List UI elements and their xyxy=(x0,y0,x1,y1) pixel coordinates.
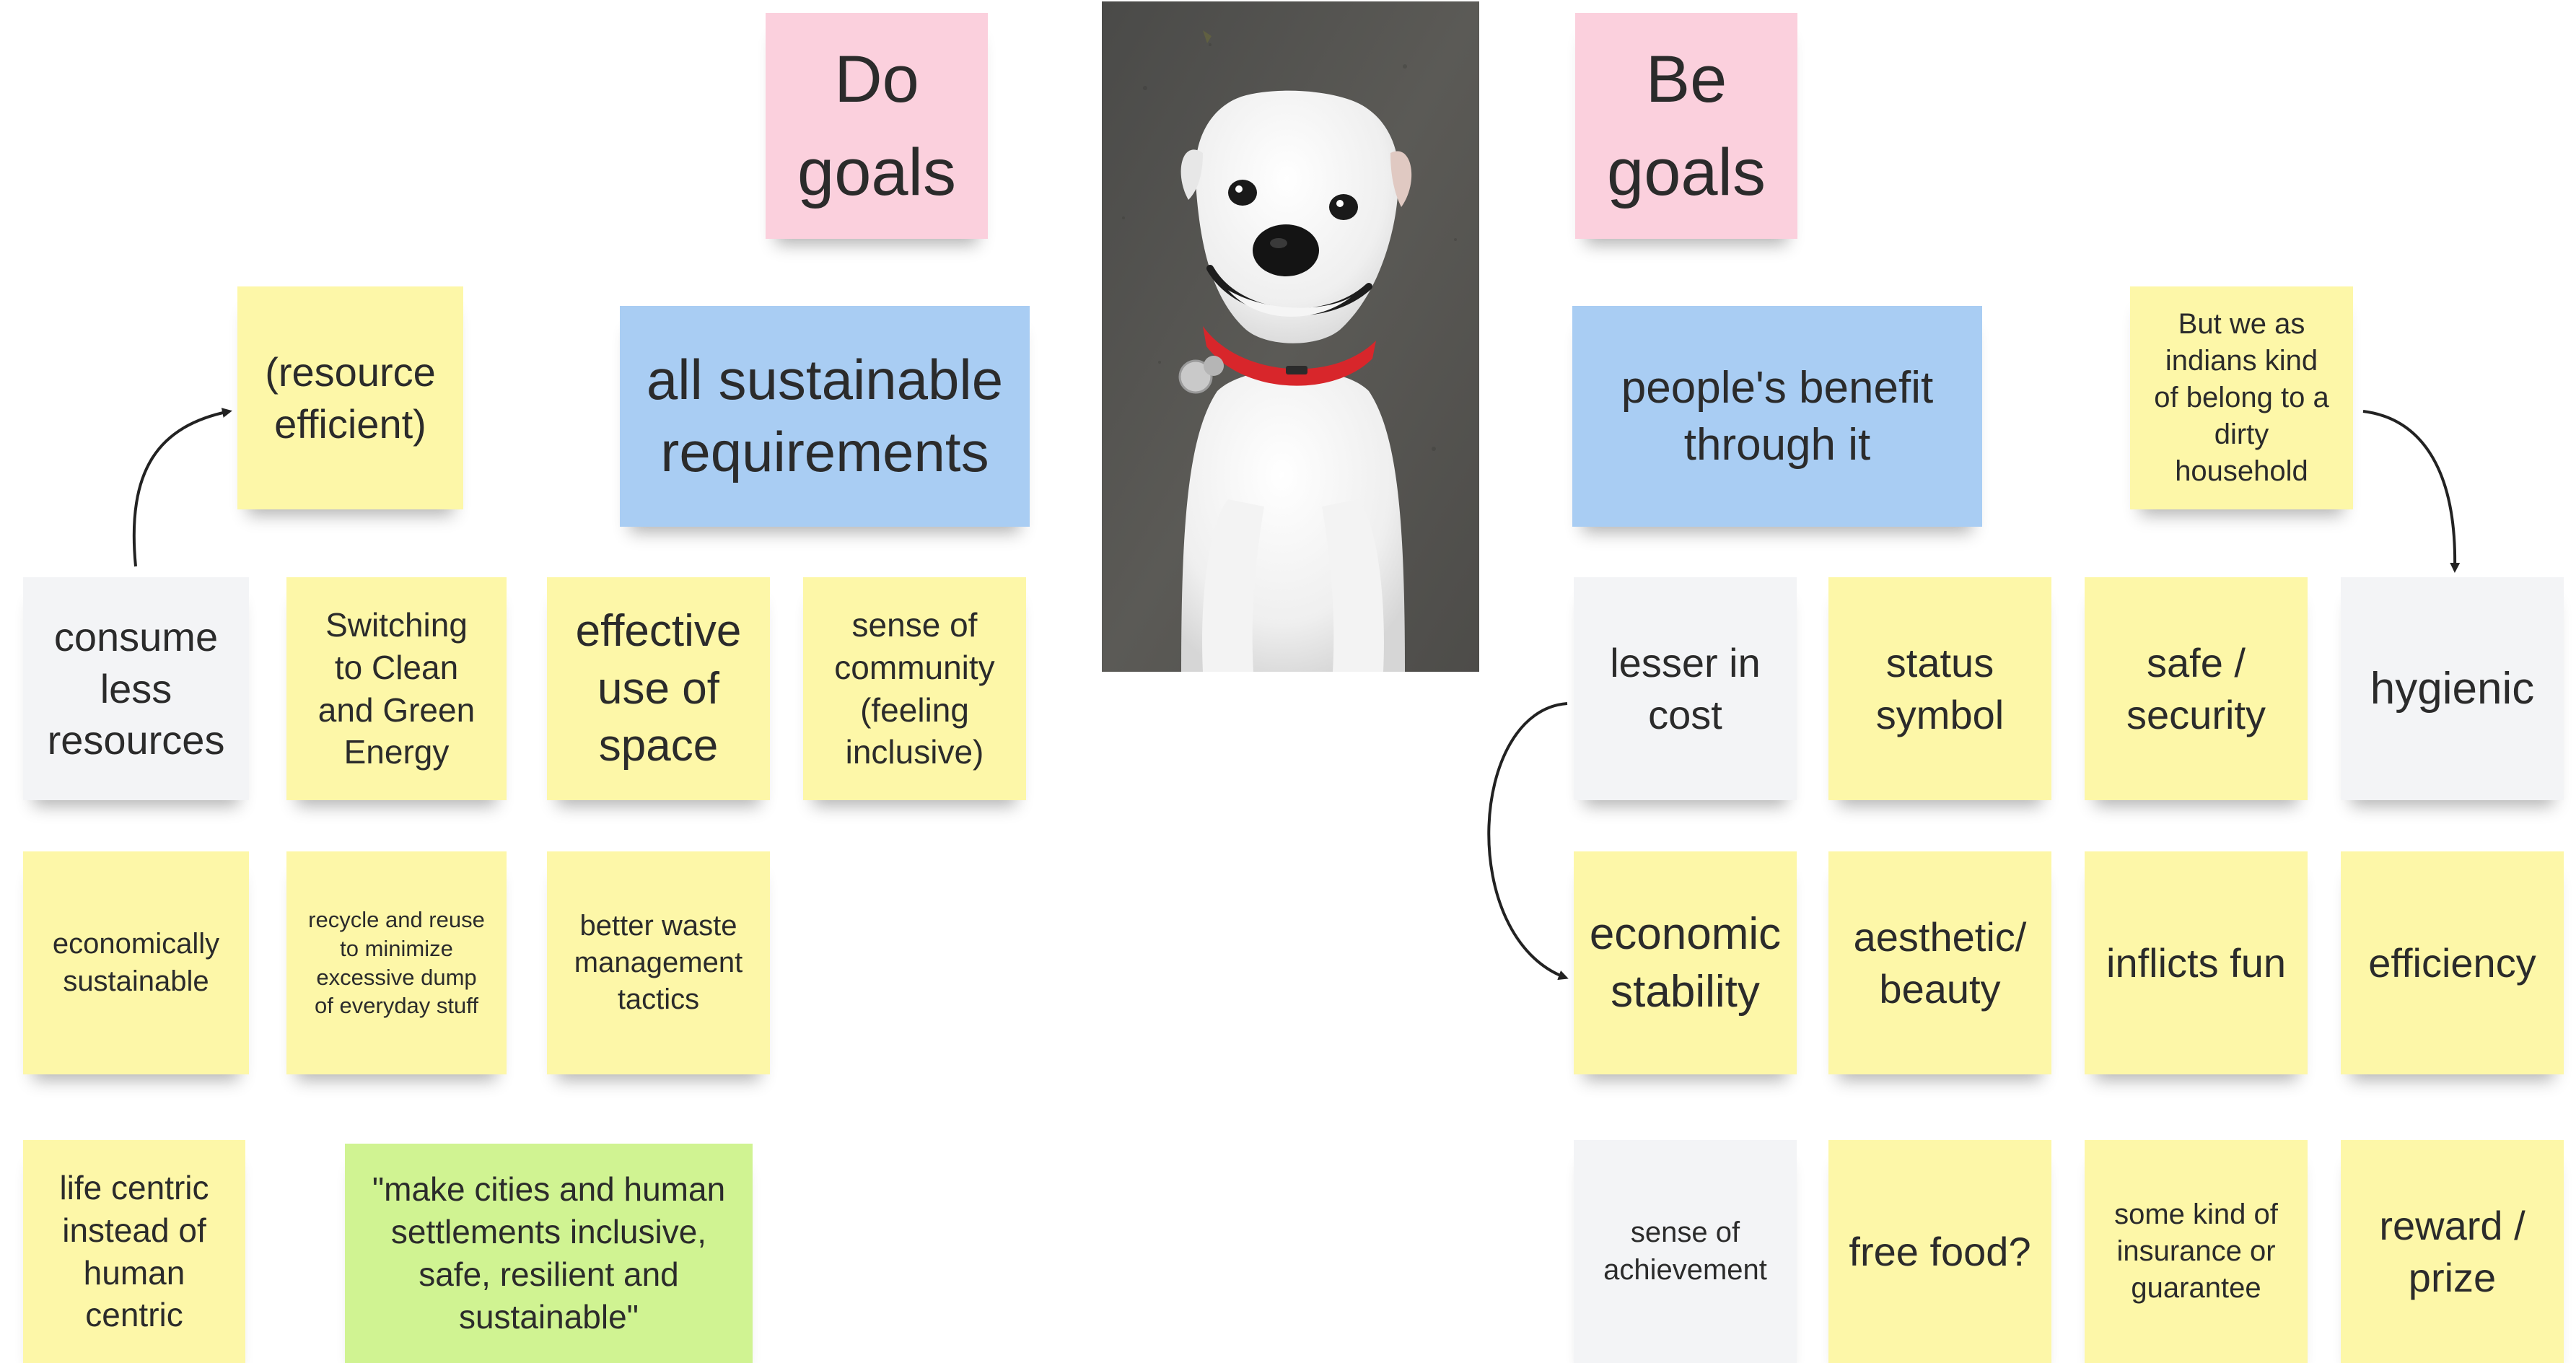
clean-energy-label: Switching to Clean and Green Energy xyxy=(317,605,476,771)
sense-of-achievement-label: sense of achievement xyxy=(1603,1217,1767,1286)
effective-space-label: effective use of space xyxy=(575,606,742,771)
life-centric-note[interactable]: life centric instead of human centric xyxy=(23,1140,245,1363)
life-centric-label: life centric instead of human centric xyxy=(59,1168,209,1334)
clean-energy-note[interactable]: Switching to Clean and Green Energy xyxy=(286,577,507,800)
free-food-label: free food? xyxy=(1849,1228,2031,1274)
safe-security-note[interactable]: safe / security xyxy=(2085,577,2308,800)
resource-efficient-note[interactable]: (resource efficient) xyxy=(237,286,463,509)
consume-less-note[interactable]: consume less resources xyxy=(23,577,249,800)
aesthetic-beauty-label: aesthetic/ beauty xyxy=(1853,913,2027,1012)
lesser-cost-label: lesser in cost xyxy=(1610,639,1761,737)
economically-sustainable-label: economically sustainable xyxy=(52,928,220,997)
efficiency-label: efficiency xyxy=(2368,939,2536,986)
safe-security-label: safe / security xyxy=(2126,639,2266,737)
insurance-guarantee-note[interactable]: some kind of insurance or guarantee xyxy=(2085,1140,2308,1363)
hygienic-label: hygienic xyxy=(2370,663,2535,714)
economic-stability-label: economic stability xyxy=(1589,909,1782,1017)
be-category-label: people's benefit through it xyxy=(1621,362,1934,470)
sense-of-community-label: sense of community (feeling inclusive) xyxy=(834,605,995,771)
economic-stability-note[interactable]: economic stability xyxy=(1574,851,1797,1074)
reward-prize-label: reward / prize xyxy=(2379,1202,2525,1300)
status-symbol-label: status symbol xyxy=(1875,639,2005,737)
status-symbol-note[interactable]: status symbol xyxy=(1828,577,2051,800)
insurance-guarantee-label: some kind of insurance or guarantee xyxy=(2114,1198,2278,1305)
aesthetic-beauty-note[interactable]: aesthetic/ beauty xyxy=(1828,851,2051,1074)
free-food-note[interactable]: free food? xyxy=(1828,1140,2051,1363)
arrow-indians-to-hygienic xyxy=(2362,410,2461,573)
recycle-reuse-note[interactable]: recycle and reuse to minimize excessive … xyxy=(286,851,507,1074)
indians-dirty-household-label: But we as indians kind of belong to a di… xyxy=(2154,307,2329,488)
sdg-quote-label: "make cities and human settlements inclu… xyxy=(372,1170,726,1336)
reward-prize-note[interactable]: reward / prize xyxy=(2341,1140,2564,1363)
resource-efficient-label: (resource efficient) xyxy=(265,349,436,447)
inflicts-fun-note[interactable]: inflicts fun xyxy=(2085,851,2308,1074)
arrow-consume-less-to-resource-efficient xyxy=(132,408,232,567)
hygienic-note[interactable]: hygienic xyxy=(2341,577,2564,800)
inflicts-fun-label: inflicts fun xyxy=(2106,939,2286,986)
efficiency-note[interactable]: efficiency xyxy=(2341,851,2564,1074)
lesser-cost-note[interactable]: lesser in cost xyxy=(1574,577,1797,800)
be-goals-label: Be goals xyxy=(1607,42,1766,209)
sense-of-community-note[interactable]: sense of community (feeling inclusive) xyxy=(803,577,1026,800)
recycle-reuse-label: recycle and reuse to minimize excessive … xyxy=(308,907,485,1019)
economically-sustainable-note[interactable]: economically sustainable xyxy=(23,851,249,1074)
indians-dirty-household-note[interactable]: But we as indians kind of belong to a di… xyxy=(2130,286,2353,509)
peoples-benefit-note[interactable]: people's benefit through it xyxy=(1572,306,1982,527)
sense-of-achievement-note[interactable]: sense of achievement xyxy=(1574,1140,1797,1363)
do-category-label: all sustainable requirements xyxy=(646,348,1004,483)
effective-space-note[interactable]: effective use of space xyxy=(547,577,770,800)
be-goals-header[interactable]: Be goals xyxy=(1575,13,1797,239)
smiling-dog-photo[interactable] xyxy=(1102,1,1479,672)
do-goals-header[interactable]: Do goals xyxy=(766,13,988,239)
arrow-lesser-cost-to-economic-stability xyxy=(1487,702,1569,981)
do-goals-label: Do goals xyxy=(797,42,956,209)
sdg-quote-note[interactable]: "make cities and human settlements inclu… xyxy=(345,1144,753,1363)
consume-less-label: consume less resources xyxy=(47,613,225,763)
waste-management-note[interactable]: better waste management tactics xyxy=(547,851,770,1074)
all-sustainable-requirements-note[interactable]: all sustainable requirements xyxy=(620,306,1030,527)
waste-management-label: better waste management tactics xyxy=(574,909,743,1016)
